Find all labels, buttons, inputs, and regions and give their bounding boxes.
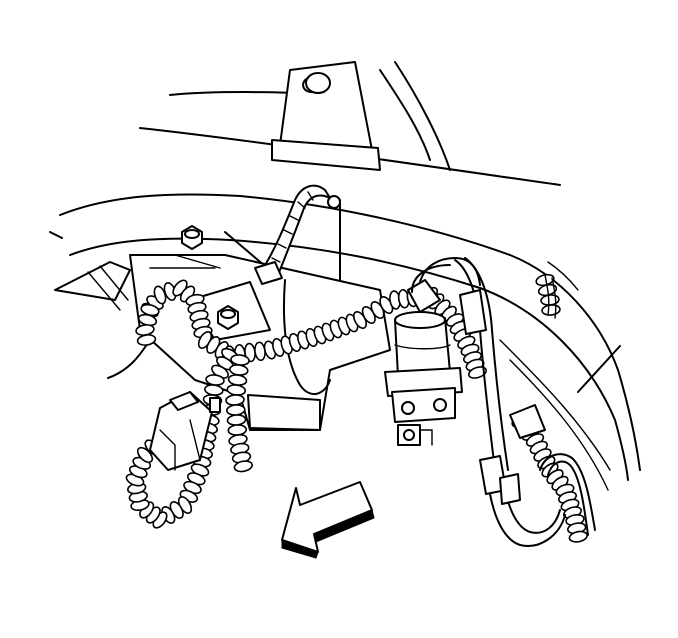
electrical-connector [149, 391, 221, 471]
vacuum-hoses [454, 257, 596, 547]
harness-segment [136, 334, 157, 346]
body-panel-outline [59, 61, 641, 491]
harness-segment [227, 424, 248, 436]
hinge-bracket [54, 261, 131, 311]
direction-arrow-icon [281, 481, 375, 559]
nut-icon [217, 305, 239, 330]
harness-segment [226, 404, 246, 416]
cable-tie-strap [254, 184, 341, 285]
solenoid-valve [384, 257, 481, 446]
harness-segment [233, 460, 253, 473]
harness-segment [468, 366, 487, 379]
wire-loop [282, 279, 331, 395]
nut-icon [181, 225, 203, 250]
mounting-bracket [271, 61, 381, 171]
harness-segment [226, 414, 247, 426]
harness-segment [225, 394, 245, 406]
harness-segment [541, 304, 561, 316]
